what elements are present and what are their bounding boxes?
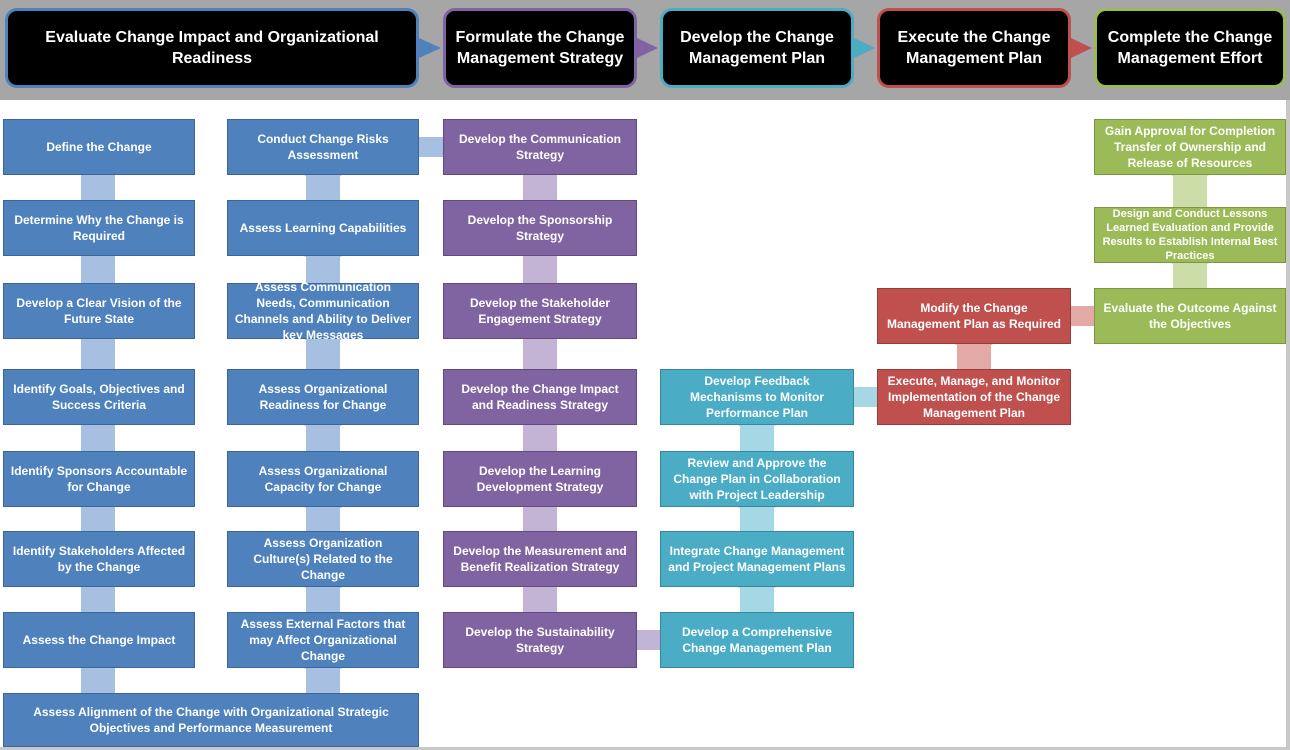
complete-lessons-learned: Design and Conduct Lessons Learned Evalu… <box>1094 207 1286 263</box>
connector-col2-4 <box>304 414 342 463</box>
execute-manage-monitor: Execute, Manage, and Monitor Implementat… <box>877 369 1071 425</box>
plan-integrate: Integrate Change Management and Project … <box>660 531 854 587</box>
step-define-change: Define the Change <box>3 119 195 175</box>
connector-plan-4 <box>738 414 776 463</box>
step-identify-sponsors: Identify Sponsors Accountable for Change <box>3 451 195 507</box>
step-assess-change-impact: Assess the Change Impact <box>3 612 195 668</box>
complete-gain-approval: Gain Approval for Completion Transfer of… <box>1094 119 1286 175</box>
connector-col1-2 <box>79 328 117 381</box>
step-assess-alignment: Assess Alignment of the Change with Orga… <box>3 693 419 747</box>
plan-comprehensive: Develop a Comprehensive Change Managemen… <box>660 612 854 668</box>
phase-develop-plan: Develop the Change Management Plan <box>660 8 854 88</box>
strategy-learning-development: Develop the Learning Development Strateg… <box>443 451 637 507</box>
phase-chevron-0 <box>419 38 441 58</box>
connector-strategy-2 <box>521 328 559 381</box>
phase-chevron-3 <box>1071 38 1092 58</box>
step-goals-objectives: Identify Goals, Objectives and Success C… <box>3 369 195 425</box>
step-assess-capacity: Assess Organizational Capacity for Chang… <box>227 451 419 507</box>
complete-evaluate-outcome: Evaluate the Outcome Against the Objecti… <box>1094 288 1286 344</box>
step-why-change-required: Determine Why the Change is Required <box>3 200 195 256</box>
connector-col2-3 <box>304 328 342 381</box>
connector-col2-2 <box>304 245 342 295</box>
step-assess-communication: Assess Communication Needs, Communicatio… <box>227 280 419 342</box>
strategy-sustainability: Develop the Sustainability Strategy <box>443 612 637 668</box>
strategy-measurement-benefit: Develop the Measurement and Benefit Real… <box>443 531 637 587</box>
connector-col1-1 <box>79 245 117 295</box>
phase-complete-effort: Complete the Change Management Effort <box>1094 8 1286 88</box>
step-vision-future-state: Develop a Clear Vision of the Future Sta… <box>3 283 195 339</box>
strategy-change-impact-readiness: Develop the Change Impact and Readiness … <box>443 369 637 425</box>
step-assess-learning: Assess Learning Capabilities <box>227 200 419 256</box>
phase-execute-plan: Execute the Change Management Plan <box>877 8 1071 88</box>
step-identify-stakeholders: Identify Stakeholders Affected by the Ch… <box>3 531 195 587</box>
step-assess-culture: Assess Organization Culture(s) Related t… <box>227 531 419 587</box>
strategy-communication: Develop the Communication Strategy <box>443 119 637 175</box>
step-assess-external-factors: Assess External Factors that may Affect … <box>227 612 419 668</box>
strategy-stakeholder-engagement: Develop the Stakeholder Engagement Strat… <box>443 283 637 339</box>
plan-review-approve: Review and Approve the Change Plan in Co… <box>660 451 854 507</box>
phase-formulate-strategy: Formulate the Change Management Strategy <box>443 8 637 88</box>
phase-chevron-2 <box>854 38 875 58</box>
step-assess-readiness: Assess Organizational Readiness for Chan… <box>227 369 419 425</box>
connector-strategy-1 <box>521 245 559 295</box>
phase-evaluate: Evaluate Change Impact and Organizationa… <box>5 8 419 88</box>
connector-strategy-3 <box>521 414 559 463</box>
phase-chevron-1 <box>637 38 658 58</box>
connector-complete-1 <box>1171 164 1209 219</box>
execute-modify-plan: Modify the Change Management Plan as Req… <box>877 288 1071 344</box>
plan-feedback-mechanisms: Develop Feedback Mechanisms to Monitor P… <box>660 369 854 425</box>
frame-bottom-edge <box>0 747 1290 750</box>
step-change-risks-assessment: Conduct Change Risks Assessment <box>227 119 419 175</box>
frame-right-edge <box>1286 100 1290 750</box>
strategy-sponsorship: Develop the Sponsorship Strategy <box>443 200 637 256</box>
connector-col1-3 <box>79 414 117 463</box>
